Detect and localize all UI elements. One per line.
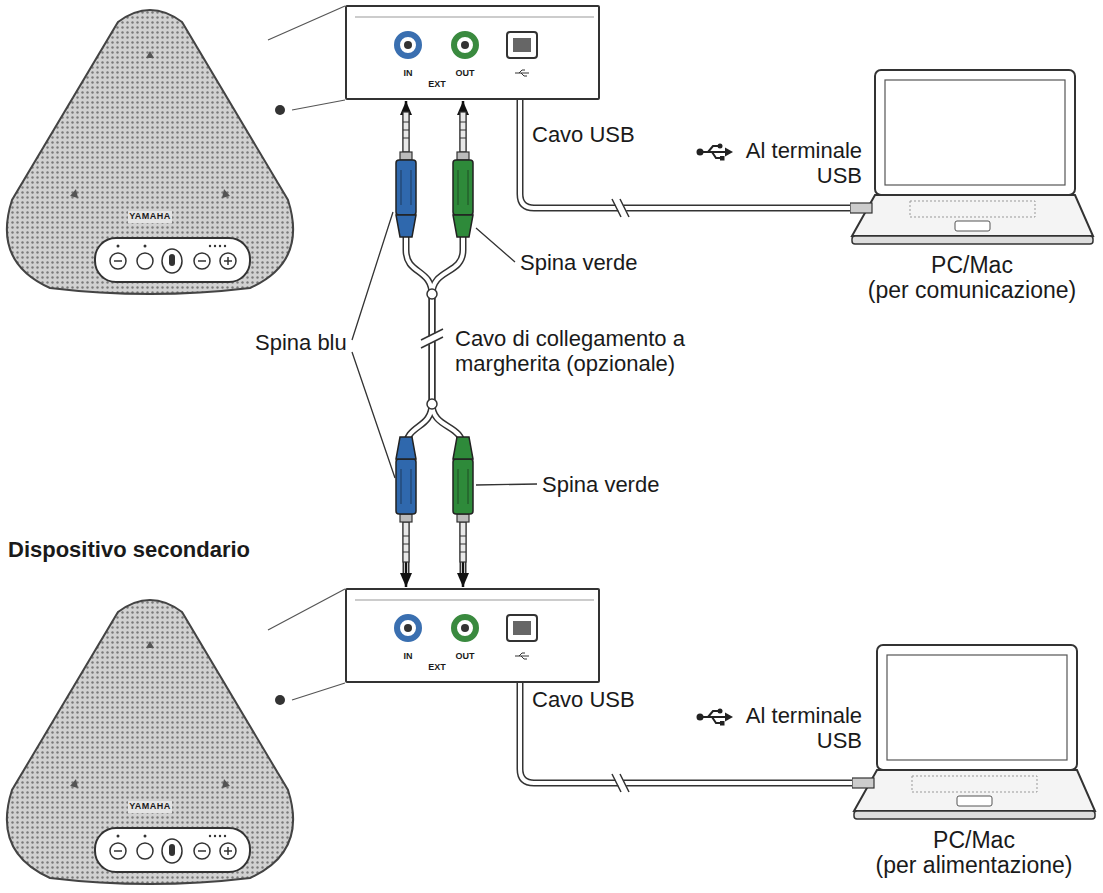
green-plug <box>453 437 473 562</box>
part-label: Spina verde <box>542 472 659 497</box>
spacer <box>1030 253 1092 277</box>
port-label: EXT <box>428 80 446 89</box>
port-label: IN <box>404 69 413 78</box>
computer: PC/Mac (per alimentazione) <box>852 643 1097 881</box>
speakerphone <box>7 10 293 294</box>
spacer <box>854 828 916 852</box>
cable-label: Cavo USB <box>532 122 635 147</box>
drawing-part <box>613 200 629 216</box>
part-label: Dispositivo secondario <box>8 537 250 562</box>
jack-panel: IN EXT OUT <box>345 588 600 683</box>
speakerphone <box>7 600 293 884</box>
drawing-part <box>850 203 872 213</box>
drawing-part <box>885 80 1065 185</box>
drawing-part <box>355 17 594 18</box>
cable-label: Cavo USB <box>532 687 635 712</box>
drawing-part <box>955 221 990 231</box>
cable-junction <box>427 399 437 409</box>
caption-wrap: PC/Mac (per alimentazione) <box>854 828 1094 879</box>
blue-plug <box>396 112 416 237</box>
cable-outer <box>520 683 852 783</box>
drawing-part <box>422 330 442 348</box>
drawing-part <box>397 34 419 56</box>
part-label: YAMAHA <box>129 212 171 221</box>
drawing-part <box>513 621 531 635</box>
usb-cable <box>520 683 852 783</box>
drawing-part <box>404 41 412 49</box>
jack-panel: IN EXT OUT <box>345 5 600 100</box>
spacer <box>852 253 914 277</box>
drawing-part <box>854 770 1095 811</box>
drawing-part <box>461 624 469 632</box>
drawing-part <box>852 778 874 788</box>
usb-symbol <box>697 709 734 726</box>
port-label: IN <box>404 652 413 661</box>
computer-label: PC/Mac (per alimentazione) <box>876 827 1073 878</box>
drawing-part <box>454 617 476 639</box>
drawing-part <box>461 41 469 49</box>
drawing-part <box>875 70 1075 195</box>
panel-drawing <box>347 7 598 98</box>
drawing-part <box>454 34 476 56</box>
part-label: YAMAHA <box>129 802 171 811</box>
part-label: Spina blu <box>255 330 347 355</box>
drawing-part <box>877 645 1077 770</box>
drawing-part <box>852 195 1093 236</box>
green-plug <box>453 112 473 237</box>
drawing-part <box>854 811 1095 819</box>
port-label: EXT <box>428 663 446 672</box>
cable-inner <box>520 683 852 783</box>
drawing-part <box>513 38 531 52</box>
drawing-part <box>612 199 629 217</box>
port-label: OUT <box>456 69 475 78</box>
drawing-part <box>613 775 629 791</box>
laptop-drawing <box>850 68 1095 253</box>
drawing-part <box>397 617 419 639</box>
drawing-part <box>957 796 992 806</box>
part-label: Al terminale USB <box>712 703 862 754</box>
laptop-drawing <box>852 643 1097 828</box>
drawing-part <box>421 329 443 348</box>
computer: PC/Mac (per comunicazione) <box>850 68 1095 306</box>
port-label: OUT <box>456 652 475 661</box>
drawing-part <box>912 776 1037 792</box>
blue-plug <box>396 437 416 562</box>
drawing-part <box>507 32 537 58</box>
caption-wrap: PC/Mac (per comunicazione) <box>852 253 1092 304</box>
part-label: Al terminale USB <box>712 138 862 189</box>
drawing-part <box>355 600 594 601</box>
part-label: Spina verde <box>520 250 637 275</box>
drawing-part <box>515 70 529 76</box>
usb-symbol <box>697 144 734 161</box>
drawing-part <box>612 774 629 792</box>
drawing-part <box>887 655 1067 760</box>
drawing-part <box>910 201 1035 217</box>
drawing-part <box>852 236 1093 244</box>
computer-label: PC/Mac (per comunicazione) <box>868 252 1076 303</box>
drawing-part <box>515 653 529 659</box>
cable-junction <box>427 289 437 299</box>
panel-drawing <box>347 590 598 681</box>
cable-label: Cavo di collegamento a margherita (opzio… <box>455 326 755 377</box>
drawing-part <box>507 615 537 641</box>
drawing-part <box>404 624 412 632</box>
spacer <box>1032 828 1094 852</box>
